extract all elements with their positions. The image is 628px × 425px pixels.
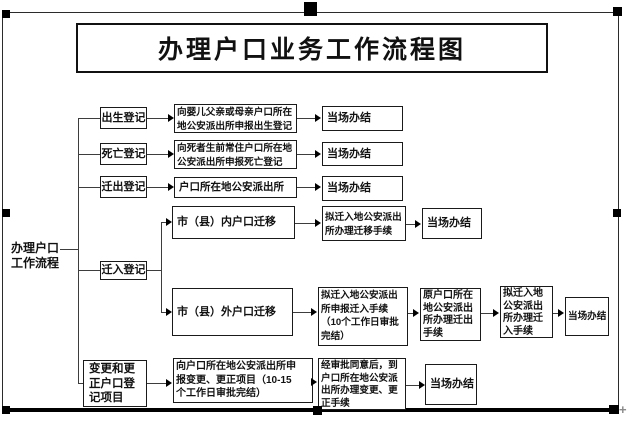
split-stem-line [147, 270, 161, 271]
root-label: 办理户口 工作流程 [11, 241, 60, 270]
arrow-head [315, 183, 321, 191]
category-moveout-box: 迁出登记 [100, 176, 147, 198]
step-inner-box: 拟迁入地公安派出 所办理迁移手续 [322, 206, 406, 241]
connector-change-line [78, 383, 83, 384]
step-change1-box: 向户口所在地公安派出所申 报变更、更正项目（10-15 个工作日审批完结） [173, 358, 313, 403]
connector-line [406, 385, 419, 386]
arrow-head [315, 114, 321, 122]
arrow-head [493, 309, 499, 317]
category-change-box: 变更和更 正户口登 记项目 [83, 360, 147, 407]
step-birth-box: 向婴儿父亲或母亲户口所在 地公安派出所申报出生登记 [174, 104, 297, 133]
step-change2-box: 经审批同意后，到 户口所在地公安派 出所办理变更、更 正手续 [318, 358, 406, 410]
connector-line [293, 312, 311, 313]
connector-death-line [78, 154, 100, 155]
step-death-box: 向死者生前常住户口所在地 公安派出所申报死亡登记 [174, 140, 297, 169]
category-death-box: 死亡登记 [100, 143, 147, 165]
connector-line [406, 224, 415, 225]
arrow-head [315, 150, 321, 158]
split-inner-line [161, 222, 166, 223]
trunk-line [78, 118, 79, 383]
inner-migration-box: 市（县）内户口迁移 [172, 206, 295, 239]
arrow-head [311, 308, 317, 316]
arrow-head [413, 309, 419, 317]
result-change-box: 当场办结 [425, 364, 477, 405]
connector-line [147, 154, 168, 155]
connector-line [297, 118, 315, 119]
result-outer-box: 当场办结 [565, 297, 609, 336]
connector-line [297, 187, 315, 188]
category-movein-box: 迁入登记 [100, 261, 147, 280]
step-moveout-box: 户口所在地公安派出所 [174, 177, 297, 198]
connector-movein-line [78, 270, 100, 271]
step-outer2-box: 原户口所在 地公安派出 所办理迁出 手续 [420, 288, 481, 341]
connector-moveout-line [78, 187, 100, 188]
result-death-box: 当场办结 [322, 142, 403, 166]
selection-handle-top-right[interactable] [613, 7, 622, 16]
result-birth-box: 当场办结 [322, 106, 403, 131]
arrow-head [311, 378, 317, 386]
result-inner-box: 当场办结 [422, 208, 482, 239]
arrow-head [168, 114, 174, 122]
arrow-head [415, 220, 421, 228]
connector-line [553, 313, 558, 314]
connector-birth-line [78, 118, 100, 119]
selection-handle-bottom-right[interactable] [609, 405, 619, 414]
connector-line [147, 118, 168, 119]
result-moveout-box: 当场办结 [322, 176, 403, 201]
connector-line [295, 223, 315, 224]
split-outer-line [161, 312, 166, 313]
selection-handle-middle-right[interactable] [613, 209, 621, 217]
step-outer1-box: 拟迁入地公安派出 所申报迁入手续 （10个工作日审批 完结） [318, 287, 408, 346]
arrow-head [558, 309, 564, 317]
selection-handle-bottom-center[interactable] [313, 406, 322, 415]
resize-cursor-icon: + [619, 402, 627, 417]
selection-handle-bottom-left[interactable] [2, 406, 10, 414]
split-vertical-line [161, 222, 162, 312]
connector-line [297, 154, 315, 155]
step-outer3-box: 拟迁入地 公安派出 所办理迁 入手续 [500, 286, 553, 338]
selection-handle-top-center[interactable] [304, 2, 317, 16]
arrow-head [419, 381, 425, 389]
outer-migration-box: 市（县）外户口迁移 [172, 288, 293, 336]
connector-line [147, 383, 166, 384]
chart-title: 办理户口业务工作流程图 [157, 36, 466, 64]
selection-handle-top-left[interactable] [2, 10, 10, 18]
selection-handle-middle-left[interactable] [2, 209, 10, 217]
arrow-head [166, 308, 172, 316]
connector-line [481, 313, 493, 314]
arrow-head [166, 218, 172, 226]
arrow-head [315, 219, 321, 227]
connector-line [147, 187, 168, 188]
arrow-head [166, 379, 172, 387]
root-connector-line [60, 249, 78, 250]
connector-line [408, 313, 413, 314]
arrow-head [168, 183, 174, 191]
arrow-head [168, 150, 174, 158]
chart-title-box: 办理户口业务工作流程图 [76, 23, 548, 73]
category-birth-box: 出生登记 [100, 107, 147, 129]
